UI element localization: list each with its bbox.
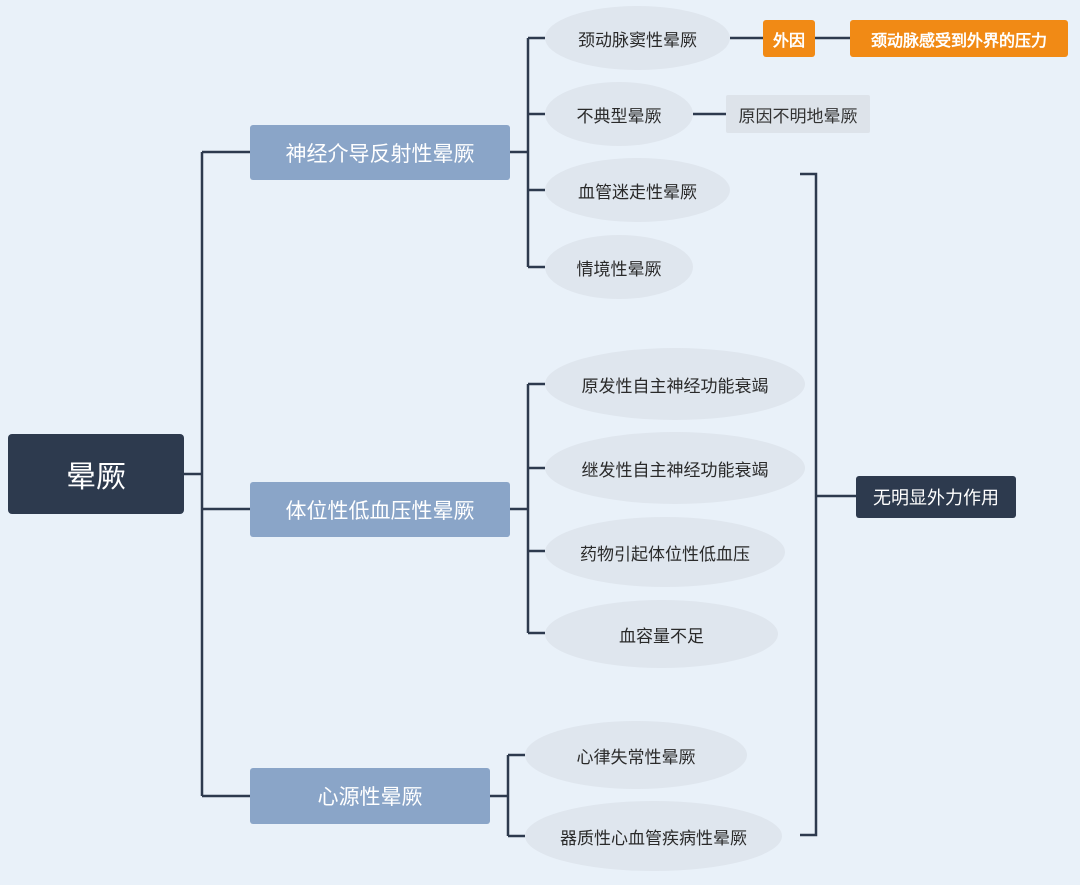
- leaf-structural-heart-disease-syncope[interactable]: 器质性心血管疾病性晕厥: [525, 801, 782, 871]
- branch-3-connector: [490, 753, 525, 838]
- root-connector: [184, 150, 250, 798]
- atypical-note[interactable]: 原因不明地晕厥: [726, 95, 870, 133]
- leaf-primary-autonomic-failure[interactable]: 原发性自主神经功能衰竭: [545, 348, 805, 420]
- leaf-secondary-autonomic-failure[interactable]: 继发性自主神经功能衰竭: [545, 432, 805, 504]
- branch-orthostatic-syncope[interactable]: 体位性低血压性晕厥: [250, 482, 510, 537]
- branch-2-connector: [510, 382, 545, 635]
- leaf-situational-syncope[interactable]: 情境性晕厥: [545, 235, 693, 299]
- summary-bracket: [800, 172, 856, 837]
- cause-detail[interactable]: 颈动脉感受到外界的压力: [850, 20, 1068, 57]
- leaf-carotid-sinus-syncope[interactable]: 颈动脉窦性晕厥: [545, 6, 730, 70]
- branch-cardiac-syncope[interactable]: 心源性晕厥: [250, 768, 490, 824]
- root-node[interactable]: 晕厥: [8, 434, 184, 514]
- branch-1-connector: [510, 36, 545, 269]
- leaf-volume-depletion[interactable]: 血容量不足: [545, 600, 778, 668]
- branch-reflex-syncope[interactable]: 神经介导反射性晕厥: [250, 125, 510, 180]
- leaf-vasovagal-syncope[interactable]: 血管迷走性晕厥: [545, 158, 730, 222]
- leaf-drug-induced-hypotension[interactable]: 药物引起体位性低血压: [545, 517, 785, 587]
- leaf-atypical-syncope[interactable]: 不典型晕厥: [545, 82, 693, 146]
- leaf-arrhythmic-syncope[interactable]: 心律失常性晕厥: [525, 721, 747, 789]
- summary-note[interactable]: 无明显外力作用: [856, 476, 1016, 518]
- cause-label[interactable]: 外因: [763, 20, 815, 57]
